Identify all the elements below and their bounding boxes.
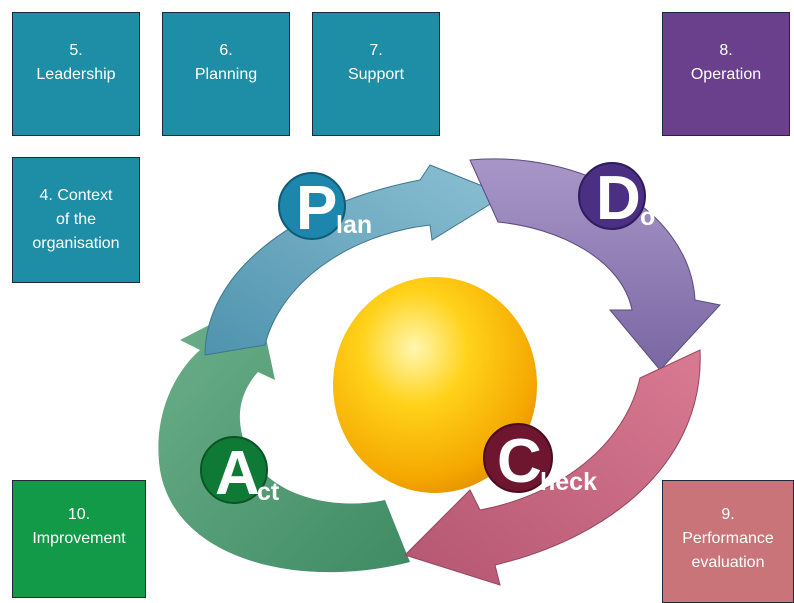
box-operation-label: Operation [690,66,762,83]
do-rest: o [640,203,655,231]
box-context: 4. Context of the organisation [12,157,140,283]
box-support-number: 7. [369,42,383,59]
box-leadership: 5. Leadership [12,12,140,136]
plan-initial: P [296,174,337,243]
do-arrow [469,158,721,371]
act-arrow [158,300,410,573]
box-operation-number: 8. [719,42,733,59]
box-leadership-number: 5. [69,42,83,59]
box-performance-number: 9. [721,506,735,523]
box-planning-number: 6. [219,42,233,59]
plan-arrow [204,164,507,356]
check-rest: heck [540,468,597,496]
box-planning: 6. Planning [162,12,290,136]
center-sphere [333,277,537,493]
box-support-label: Support [347,66,405,83]
act-initial: A [215,439,260,508]
box-leadership-label: Leadership [36,66,116,83]
check-badge-circle [483,423,553,493]
box-context-line2: of the [55,211,97,228]
plan-rest: lan [336,211,372,239]
box-performance-line2: evaluation [691,554,765,571]
box-planning-label: Planning [194,66,258,83]
box-improvement: 10. Improvement [12,480,146,598]
box-performance-evaluation: 9. Performance evaluation [662,480,794,603]
do-label: D o [578,162,655,233]
box-context-line3: organisation [32,235,120,252]
check-arrow [404,349,701,586]
box-support: 7. Support [312,12,440,136]
act-rest: ct [257,478,280,506]
box-operation: 8. Operation [662,12,790,136]
box-performance-line1: Performance [682,530,774,547]
plan-badge-circle [278,172,346,240]
do-initial: D [596,164,641,233]
act-label: A ct [200,436,280,508]
box-context-line1: 4. Context [39,187,113,204]
check-label: C heck [483,423,597,496]
box-improvement-number: 10. [67,506,91,523]
check-initial: C [497,427,542,496]
box-improvement-label: Improvement [32,530,126,547]
plan-label: P lan [278,172,372,243]
do-badge-circle [578,162,646,230]
act-badge-circle [200,436,268,504]
